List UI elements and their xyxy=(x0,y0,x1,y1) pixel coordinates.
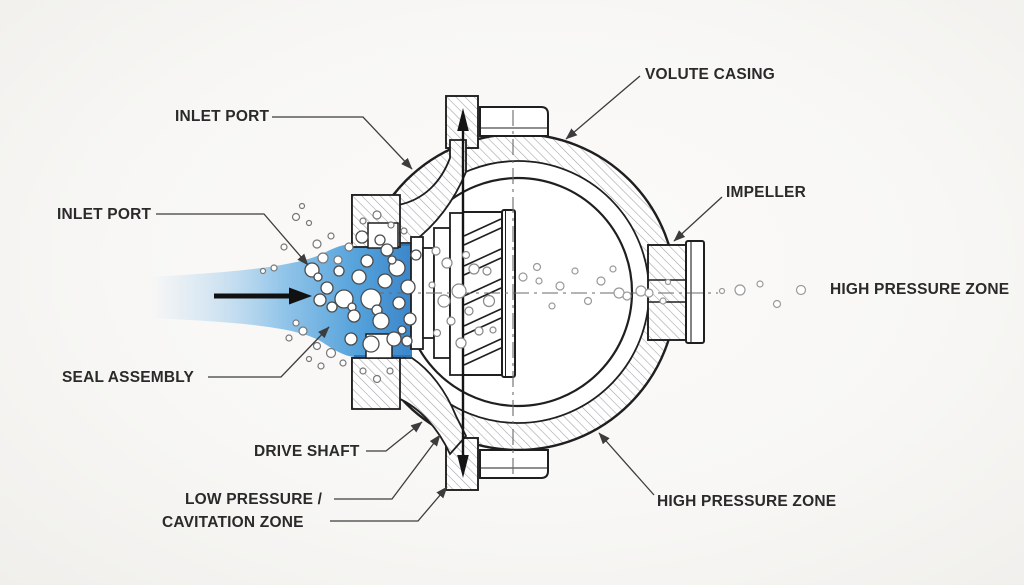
label-inlet-port-left: INLET PORT xyxy=(57,206,152,223)
label-volute-casing: VOLUTE CASING xyxy=(645,66,776,83)
bubble-trail-high-pressure xyxy=(718,280,807,309)
leader-low-pressure xyxy=(334,434,441,500)
seal-gland-lower xyxy=(351,357,401,410)
label-seal-assembly: SEAL ASSEMBLY xyxy=(62,369,195,386)
leader-seal-assembly xyxy=(208,326,330,378)
flow-direction-arrow xyxy=(214,287,312,305)
label-inlet-port-top: INLET PORT xyxy=(175,108,270,125)
leader-impeller xyxy=(673,196,723,242)
label-high-pressure-right: HIGH PRESSURE ZONE xyxy=(830,281,1010,298)
leader-inlet-port-left xyxy=(156,213,309,266)
impeller-blades xyxy=(463,218,502,366)
bubble-trail-chamber xyxy=(518,262,672,310)
label-impeller: IMPELLER xyxy=(726,184,806,201)
label-low-pressure-line1: LOW PRESSURE / xyxy=(185,491,323,508)
cavitation-bubbles xyxy=(259,202,807,384)
leader-volute-casing xyxy=(565,75,641,140)
centerlines xyxy=(368,110,718,476)
discharge-flange xyxy=(647,240,705,344)
label-drive-shaft: DRIVE SHAFT xyxy=(254,443,360,460)
leader-inlet-port-top xyxy=(272,116,413,170)
label-high-pressure-bottom: HIGH PRESSURE ZONE xyxy=(657,493,837,510)
leader-lines xyxy=(156,75,723,522)
top-flange xyxy=(445,95,549,149)
top-flange-tab xyxy=(479,106,549,137)
leader-drive-shaft xyxy=(366,421,423,452)
leader-high-pressure xyxy=(598,432,655,496)
label-low-pressure-line2: CAVITATION ZONE xyxy=(162,514,304,531)
bottom-flange-tab xyxy=(479,449,549,479)
leader-cavitation-zone xyxy=(330,486,448,522)
